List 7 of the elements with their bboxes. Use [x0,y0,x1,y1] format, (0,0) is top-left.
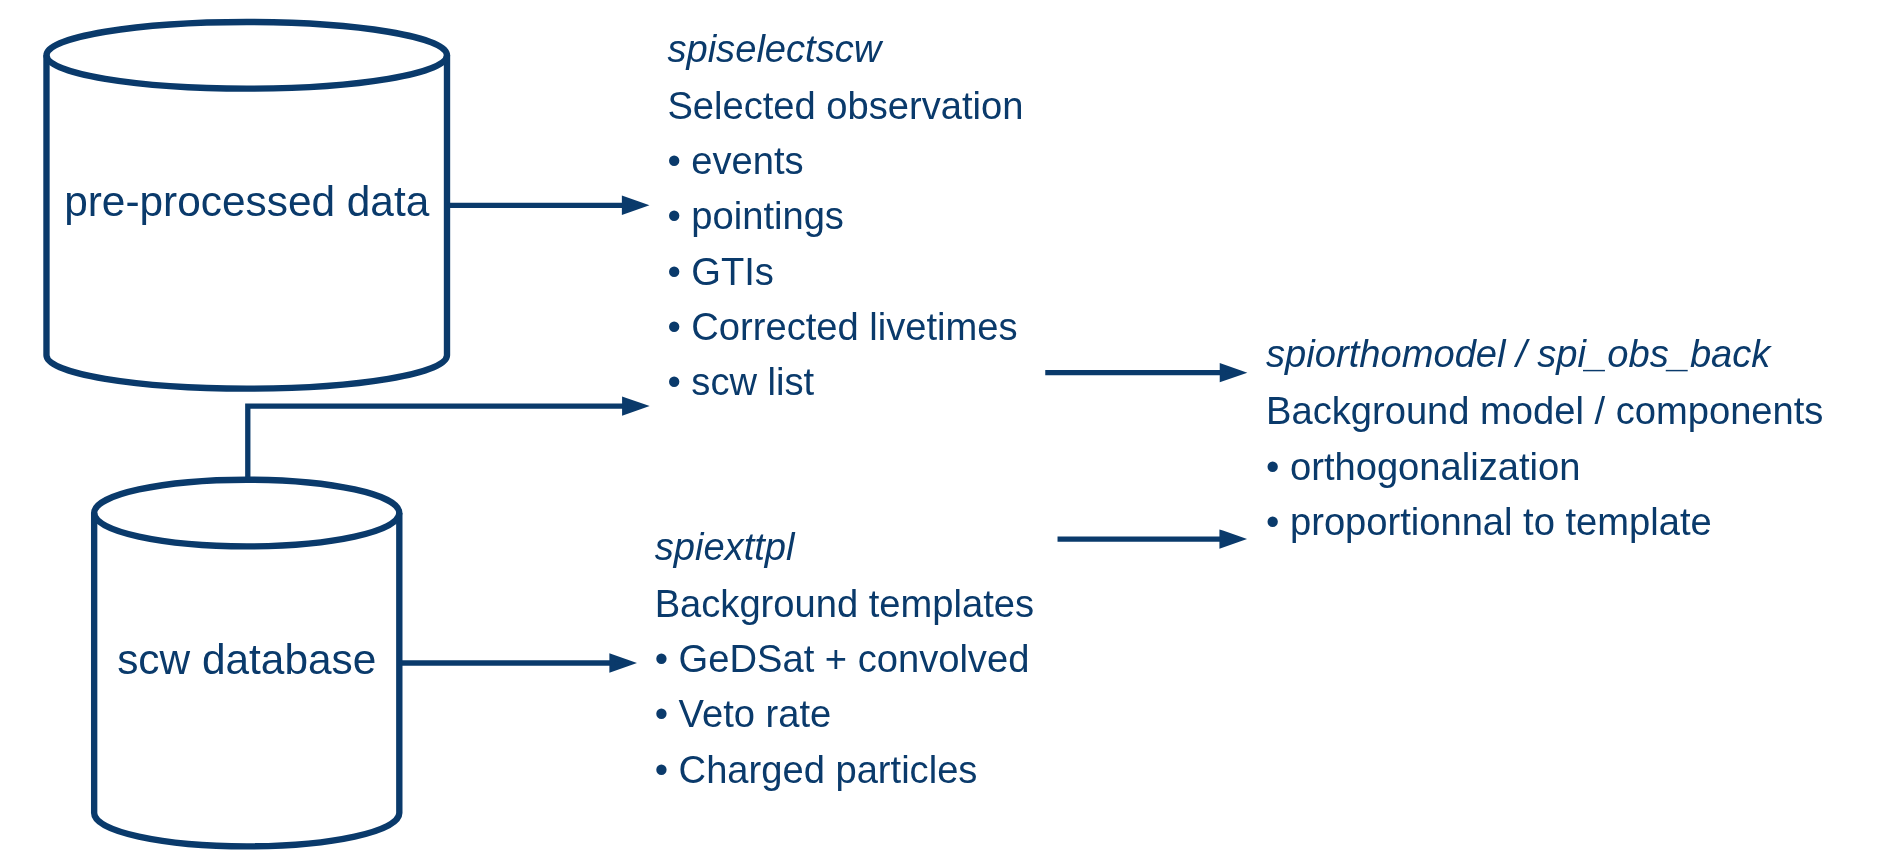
node-text: spiexttpl Background templates • GeDSat + convolved • Veto rate • Charged particles [654,525,1034,791]
node-text: spiorthomodel / spi_obs_back Background model / components • orthogonalization • proportionnal to template [1265,332,1823,543]
arrow [1044,363,1247,383]
node-text: spiselectscw Selected observation • events • pointings • GTIs • Corrected livetimes • scw list [666,27,1023,403]
arrow [244,396,650,480]
arrow [399,653,637,673]
arrow [1057,529,1247,549]
